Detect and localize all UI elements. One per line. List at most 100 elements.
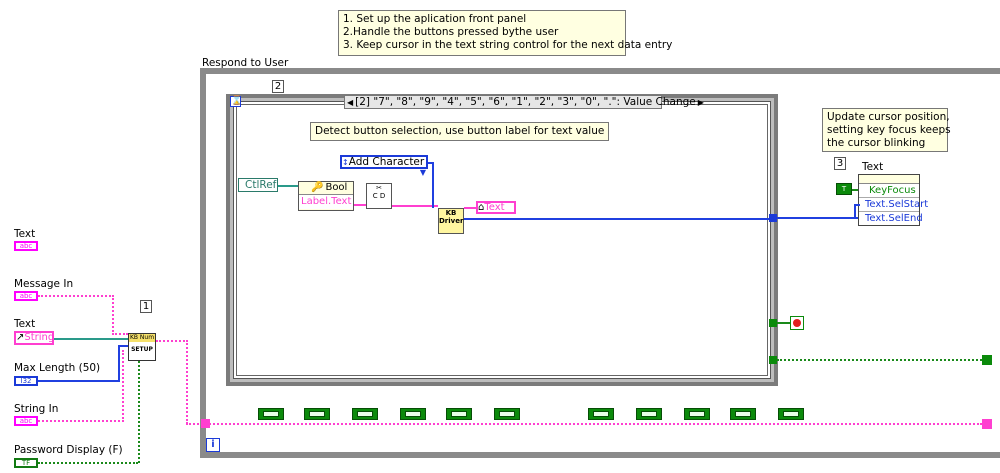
bool-property-node[interactable]: 🔑Bool Label.Text bbox=[298, 181, 354, 211]
wire-to-driver bbox=[392, 205, 438, 207]
iteration-terminal-label: i bbox=[211, 439, 215, 450]
true-constant[interactable]: T bbox=[836, 183, 852, 195]
property-selend[interactable]: Text.SelEnd bbox=[859, 212, 923, 225]
bool-constant-4[interactable] bbox=[400, 408, 426, 420]
bool-constant-2[interactable] bbox=[304, 408, 330, 420]
wire-message-in bbox=[38, 295, 114, 297]
wire-selstart bbox=[776, 217, 860, 219]
wire-ctlref bbox=[278, 185, 298, 187]
setup-subvi[interactable]: KB Num SETUP bbox=[128, 333, 156, 361]
bool-constant-10[interactable] bbox=[730, 408, 756, 420]
wire-driver-text bbox=[464, 207, 476, 209]
property-selstart[interactable]: Text.SelStart bbox=[859, 198, 928, 212]
setup-subvi-bottom: SETUP bbox=[131, 346, 153, 353]
wire-string-ref bbox=[54, 338, 128, 340]
bool-constant-8[interactable] bbox=[636, 408, 662, 420]
wire-password bbox=[38, 462, 138, 464]
string-control-ref[interactable]: ↗String bbox=[14, 331, 55, 345]
message-in-terminal[interactable]: abc bbox=[14, 291, 38, 301]
iteration-terminal[interactable]: i bbox=[206, 438, 220, 452]
wire-loop-string bbox=[186, 423, 982, 425]
update-cursor-note: Update cursor position, setting key focu… bbox=[822, 108, 951, 152]
wire-bool-dotted bbox=[777, 359, 982, 361]
ref-icon: ↗ bbox=[16, 332, 25, 343]
wire-stop bbox=[777, 322, 790, 324]
ctlref-label: CtlRef bbox=[245, 179, 277, 191]
kb-driver-line2: Driver bbox=[439, 217, 464, 225]
top-comment-line-2: 2.Handle the buttons pressed bythe user bbox=[343, 26, 559, 38]
while-loop-label: Respond to User bbox=[202, 57, 289, 69]
wire-setup-out bbox=[156, 340, 188, 342]
event-next-icon[interactable]: ▶ bbox=[697, 98, 704, 107]
wire-setup-out-v bbox=[186, 340, 188, 424]
bool-constant-1[interactable] bbox=[258, 408, 284, 420]
terminal-label-max-length: Max Length (50) bbox=[14, 362, 101, 374]
label-text-property: Label.Text bbox=[299, 194, 353, 209]
enum-arrows-icon: ↕ bbox=[342, 158, 349, 167]
detect-comment-note: Detect button selection, use button labe… bbox=[310, 122, 610, 141]
bool-class: 🔑Bool bbox=[311, 182, 348, 193]
wire-driver-out bbox=[464, 218, 770, 220]
event-selector-text: [2] "7", "8", "9", "4", "5", "6", "1", "… bbox=[355, 96, 696, 108]
bool-constant-7[interactable] bbox=[588, 408, 614, 420]
tunnel-blue bbox=[769, 214, 777, 222]
wire-selend-h bbox=[854, 204, 860, 206]
bool-constant-11[interactable] bbox=[778, 408, 804, 420]
stop-button[interactable] bbox=[790, 316, 804, 330]
shift-register-string[interactable] bbox=[982, 419, 992, 429]
update-note-line-2: setting key focus keeps bbox=[827, 124, 951, 136]
tunnel-string-left bbox=[201, 419, 210, 428]
update-note-line-3: the cursor blinking bbox=[827, 137, 926, 149]
kb-driver-subvi[interactable]: KB Driver bbox=[438, 208, 464, 234]
string-in-terminal[interactable]: abc bbox=[14, 416, 38, 426]
bool-constant-6[interactable] bbox=[494, 408, 520, 420]
property-node[interactable]: KeyFocus Text.SelStart Text.SelEnd bbox=[858, 174, 928, 226]
wire-keyfocus bbox=[852, 189, 858, 191]
property-node-header bbox=[859, 175, 919, 184]
property-node-title: Text bbox=[862, 161, 884, 173]
terminal-label-text-2: Text bbox=[14, 318, 36, 330]
sequence-frame-number-2: 2 bbox=[272, 80, 284, 93]
add-character-enum[interactable]: ↕Add Character ▼ bbox=[340, 155, 428, 177]
wire-password-v bbox=[138, 361, 140, 463]
wire-message-in-h2 bbox=[112, 333, 128, 335]
terminal-label-password: Password Display (F) bbox=[14, 444, 123, 456]
sequence-frame-number-1: 1 bbox=[140, 300, 152, 313]
wire-selend-v bbox=[854, 204, 856, 218]
terminal-label-string-in: String In bbox=[14, 403, 59, 415]
setup-subvi-top: KB Num bbox=[129, 334, 155, 342]
max-length-terminal[interactable]: I32 bbox=[14, 376, 38, 386]
text-indicator-terminal[interactable]: abc bbox=[14, 241, 38, 251]
ctlref-node[interactable]: CtlRef bbox=[238, 178, 278, 192]
event-selector[interactable]: ◀[2] "7", "8", "9", "4", "5", "6", "1", … bbox=[344, 95, 704, 109]
event-timeout-icon[interactable]: ⌛ bbox=[230, 96, 243, 107]
add-character-label: Add Character bbox=[348, 156, 425, 168]
bool-constant-3[interactable] bbox=[352, 408, 378, 420]
wire-string-in-v bbox=[122, 350, 124, 422]
event-structure-body bbox=[236, 104, 768, 376]
string-function-icon[interactable]: ✂C D bbox=[366, 183, 392, 209]
wire-label-text bbox=[354, 204, 366, 206]
tunnel-stop bbox=[769, 319, 777, 327]
event-prev-icon[interactable]: ◀ bbox=[347, 98, 354, 107]
wire-max-length-h2 bbox=[118, 345, 128, 347]
terminal-label-message-in: Message In bbox=[14, 278, 74, 290]
house-icon: ⌂ bbox=[478, 202, 485, 213]
wire-max-length bbox=[38, 380, 120, 382]
text-reference[interactable]: ⌂Text bbox=[476, 201, 516, 214]
wire-enum-v bbox=[432, 162, 434, 208]
wire-string-in bbox=[38, 420, 124, 422]
wire-max-length-v bbox=[118, 345, 120, 382]
sequence-frame-number-3: 3 bbox=[834, 157, 846, 170]
shift-register-bool[interactable] bbox=[982, 355, 992, 365]
chevron-down-icon[interactable]: ▼ bbox=[419, 168, 426, 177]
bool-constant-9[interactable] bbox=[684, 408, 710, 420]
bool-constant-5[interactable] bbox=[446, 408, 472, 420]
password-display-terminal[interactable]: TF bbox=[14, 458, 38, 468]
terminal-label-text-1: Text bbox=[14, 228, 36, 240]
property-keyfocus[interactable]: KeyFocus bbox=[859, 184, 919, 198]
update-note-line-1: Update cursor position, bbox=[827, 111, 950, 123]
tunnel-bool bbox=[769, 356, 777, 364]
stop-icon bbox=[793, 319, 801, 327]
wire-enum-h bbox=[428, 162, 434, 164]
